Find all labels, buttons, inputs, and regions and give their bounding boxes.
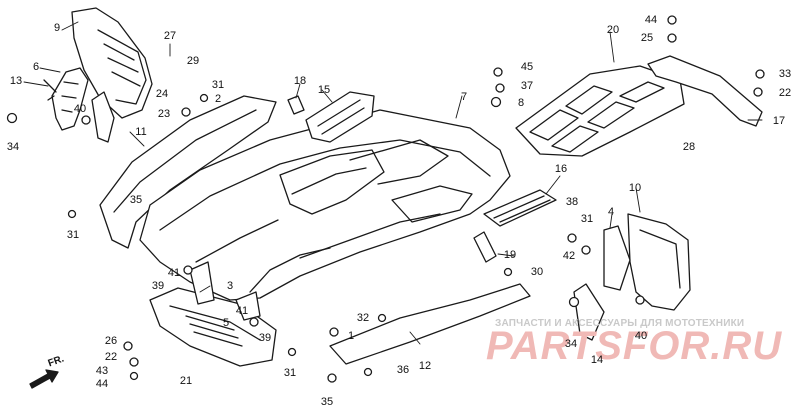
callout-42: 42 (562, 250, 576, 262)
part-5-bracket (235, 291, 261, 321)
callout-27: 27 (163, 30, 177, 42)
callout-1: 1 (347, 330, 355, 342)
callout-33: 33 (778, 68, 792, 80)
callout-32: 32 (356, 312, 370, 324)
callout-29: 29 (186, 55, 200, 67)
callout-24: 24 (155, 88, 169, 100)
callout-31: 31 (283, 367, 297, 379)
callout-31: 31 (580, 213, 594, 225)
callout-44: 44 (644, 14, 658, 26)
callout-12: 12 (418, 360, 432, 372)
part-40-stay (91, 91, 115, 143)
callout-34: 34 (6, 141, 20, 153)
callout-13: 13 (9, 75, 23, 87)
part-10-right-flap (627, 213, 691, 311)
callout-14: 14 (590, 354, 604, 366)
callout-9: 9 (53, 22, 61, 34)
callout-6: 6 (32, 61, 40, 73)
callout-10: 10 (628, 182, 642, 194)
callout-22: 22 (104, 351, 118, 363)
callout-36: 36 (396, 364, 410, 376)
callout-17: 17 (772, 115, 786, 127)
part-14-stay (573, 283, 605, 341)
callout-34: 34 (564, 338, 578, 350)
callout-31: 31 (211, 79, 225, 91)
callout-37: 37 (520, 80, 534, 92)
watermark-brand: PARTSFOR.RU (486, 324, 783, 368)
callout-41: 41 (235, 305, 249, 317)
callout-16: 16 (554, 163, 568, 175)
callout-45: 45 (520, 61, 534, 73)
callout-2: 2 (214, 93, 222, 105)
callout-21: 21 (179, 375, 193, 387)
callout-22: 22 (778, 87, 792, 99)
part-3-bracket (189, 261, 215, 305)
callout-38: 38 (565, 196, 579, 208)
callout-23: 23 (157, 108, 171, 120)
part-17-rear-strip (647, 55, 763, 127)
callout-35: 35 (129, 194, 143, 206)
part-6-bracket (43, 67, 89, 131)
callout-41: 41 (167, 267, 181, 279)
callout-25: 25 (640, 32, 654, 44)
leader-lines (23, 21, 763, 345)
callout-8: 8 (517, 97, 525, 109)
part-main-fender-body (139, 109, 511, 301)
callout-39: 39 (151, 280, 165, 292)
callout-26: 26 (104, 335, 118, 347)
part-9-side-panel (71, 7, 153, 119)
part-11-long-panel (99, 95, 277, 249)
callout-39: 39 (258, 332, 272, 344)
callout-18: 18 (293, 75, 307, 87)
front-direction-arrow (29, 369, 59, 389)
callout-4: 4 (607, 206, 615, 218)
callout-19: 19 (503, 249, 517, 261)
callout-20: 20 (606, 24, 620, 36)
callout-44: 44 (95, 378, 109, 390)
callout-3: 3 (226, 280, 234, 292)
fastener-hardware (6, 15, 765, 383)
callout-40: 40 (634, 330, 648, 342)
part-18-clip (287, 95, 305, 115)
part-19-bracket (473, 231, 497, 263)
callout-40: 40 (73, 103, 87, 115)
part-4-bracket (603, 225, 631, 291)
callout-7: 7 (460, 91, 468, 103)
callout-35: 35 (320, 396, 334, 408)
callout-43: 43 (95, 365, 109, 377)
callout-30: 30 (530, 266, 544, 278)
watermark-subtitle: ЗАПЧАСТИ И АКСЕССУАРЫ ДЛЯ МОТОТЕХНИКИ (495, 318, 745, 329)
part-12-lower-strip (329, 283, 531, 365)
part-15-top-panel (305, 91, 375, 143)
callout-5: 5 (222, 317, 230, 329)
callout-11: 11 (135, 126, 147, 138)
callout-31: 31 (66, 229, 80, 241)
callout-28: 28 (682, 141, 696, 153)
part-16-grille (483, 189, 557, 227)
part-20-rear-carrier (515, 65, 685, 157)
callout-15: 15 (317, 84, 331, 96)
